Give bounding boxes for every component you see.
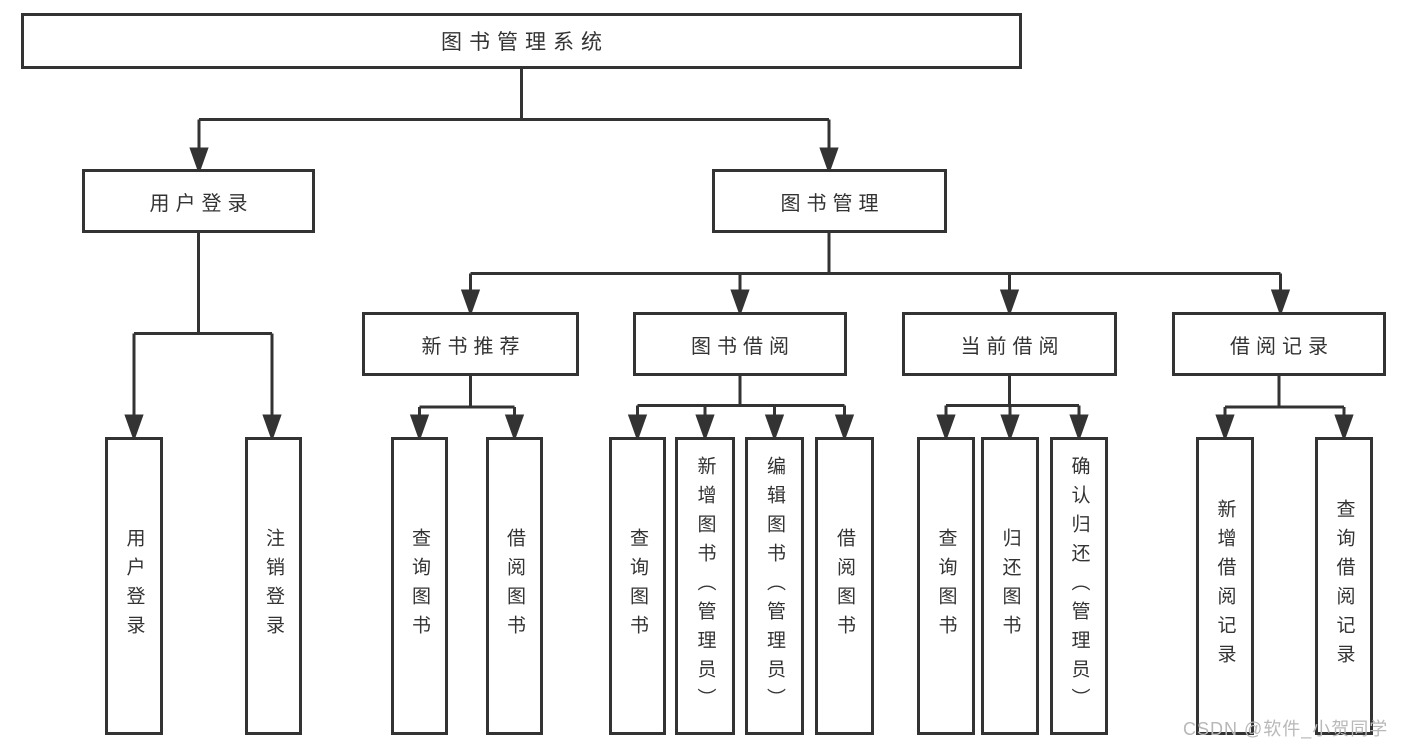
connector-records-children [1215,376,1354,442]
leaf-user-login: 用户登录 [105,437,163,735]
arrowhead-icon [999,289,1020,317]
watermark-text: CSDN @软件_小贺同学 [1183,719,1389,739]
node-user-login: 用户登录 [82,169,315,233]
leaf-current-return-books-label: 归还图书 [999,528,1021,644]
leaf-borrowing-add-books-admin-label: 新增图书（管理员） [694,455,716,717]
leaf-newrec-borrow-books-label: 借阅图书 [504,528,525,644]
connector-user-login-children [124,233,282,442]
leaf-records-add-record-label: 新增借阅记录 [1214,499,1236,673]
leaf-borrowing-query-books-label: 查询图书 [627,528,648,644]
connector-book-mgmt-to-level3 [460,232,1291,317]
arrowhead-icon [819,147,839,175]
node-book-management-label: 图书管理 [780,192,885,215]
leaf-borrowing-edit-books-admin-label: 编辑图书（管理员） [764,455,785,717]
connector-root-to-level2 [189,69,839,175]
leaf-current-query-books: 查询图书 [917,437,975,735]
leaf-current-confirm-return-admin-label: 确认归还（管理员） [1068,455,1090,717]
node-book-borrowing-label: 图书借阅 [691,335,795,358]
leaf-borrowing-edit-books-admin: 编辑图书（管理员） [745,437,804,735]
node-book-management: 图书管理 [712,169,947,233]
leaf-borrowing-borrow-books: 借阅图书 [815,437,874,735]
arrowhead-icon [1069,414,1089,442]
arrowhead-icon [504,414,525,442]
node-new-book-recommend-label: 新书推荐 [421,335,526,358]
arrowhead-icon [834,414,855,442]
connector-current-children [936,376,1089,442]
node-borrowing-records-label: 借阅记录 [1230,335,1334,358]
leaf-newrec-borrow-books: 借阅图书 [486,437,543,735]
node-user-login-label: 用户登录 [149,192,254,215]
arrowhead-icon [262,414,282,442]
node-current-borrowing: 当前借阅 [902,312,1117,376]
arrowhead-icon [460,289,481,317]
node-root: 图书管理系统 [21,13,1022,69]
leaf-borrowing-query-books: 查询图书 [609,437,666,735]
leaf-logout: 注销登录 [245,437,302,735]
arrowhead-icon [1270,289,1291,317]
leaf-borrowing-borrow-books-label: 借阅图书 [834,528,855,644]
leaf-records-add-record: 新增借阅记录 [1196,437,1254,735]
leaf-current-confirm-return-admin: 确认归还（管理员） [1050,437,1108,735]
arrowhead-icon [189,147,209,175]
leaf-records-query-record: 查询借阅记录 [1315,437,1373,735]
arrowhead-icon [1215,414,1235,442]
connector-new-rec-children [409,376,525,442]
arrowhead-icon [695,414,715,442]
arrowhead-icon [409,414,430,442]
leaf-records-query-record-label: 查询借阅记录 [1333,499,1355,673]
leaf-newrec-query-books-label: 查询图书 [409,528,430,644]
leaf-current-query-books-label: 查询图书 [935,528,957,644]
leaf-newrec-query-books: 查询图书 [391,437,448,735]
leaf-logout-label: 注销登录 [263,528,284,644]
leaf-user-login-label: 用户登录 [123,528,145,644]
leaf-borrowing-add-books-admin: 新增图书（管理员） [675,437,735,735]
node-root-label: 图书管理系统 [441,31,609,54]
node-book-borrowing: 图书借阅 [633,312,847,376]
arrowhead-icon [936,414,956,442]
arrowhead-icon [124,414,144,442]
leaf-current-return-books: 归还图书 [981,437,1039,735]
arrowhead-icon [627,414,648,442]
arrowhead-icon [764,414,785,442]
node-current-borrowing-label: 当前借阅 [960,335,1065,358]
node-borrowing-records: 借阅记录 [1172,312,1386,376]
arrowhead-icon [730,289,750,317]
connector-borrowing-children [627,376,855,442]
node-new-book-recommend: 新书推荐 [362,312,579,376]
arrowhead-icon [1000,414,1020,442]
arrowhead-icon [1334,414,1354,442]
